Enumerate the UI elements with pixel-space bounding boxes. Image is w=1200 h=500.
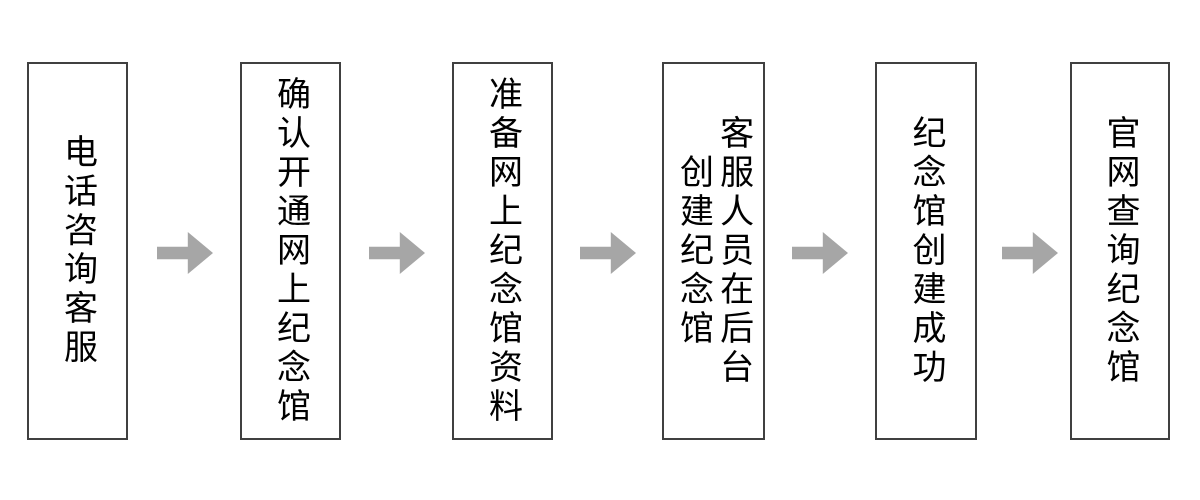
process-node-6[interactable]: 官网查询纪念馆 [1070, 62, 1170, 440]
flow-arrow-right-icon [157, 232, 213, 274]
node-label-column: 创建纪念馆 [673, 153, 714, 349]
flow-arrow-right-icon [580, 232, 636, 274]
process-node-5[interactable]: 纪念馆创建成功 [875, 62, 977, 440]
process-node-4[interactable]: 客服人员在后台创建纪念馆 [662, 62, 765, 440]
node-label-column: 官网查询纪念馆 [1100, 114, 1141, 388]
node-label-column: 准备网上纪念馆资料 [482, 75, 523, 427]
process-node-1[interactable]: 电话咨询客服 [27, 62, 128, 440]
node-label-column: 客服人员在后台 [713, 114, 754, 388]
node-label-column: 电话咨询客服 [57, 134, 98, 368]
flow-arrow-right-icon [792, 232, 848, 274]
node-label-column: 确认开通网上纪念馆 [270, 75, 311, 427]
flow-arrow-right-icon [369, 232, 425, 274]
process-node-2[interactable]: 确认开通网上纪念馆 [240, 62, 341, 440]
flow-arrow-right-icon [1002, 232, 1058, 274]
node-label-column: 纪念馆创建成功 [906, 114, 947, 388]
process-node-3[interactable]: 准备网上纪念馆资料 [452, 62, 553, 440]
